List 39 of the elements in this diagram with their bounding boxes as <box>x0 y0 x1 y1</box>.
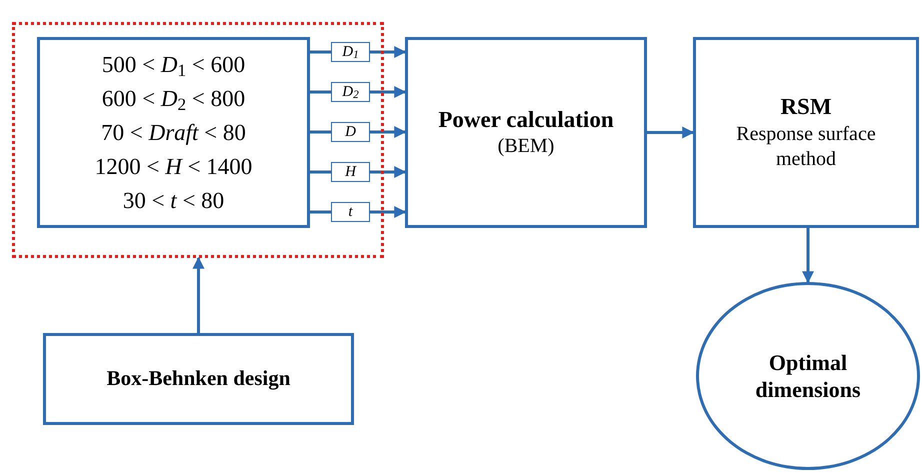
variable-box <box>331 202 370 222</box>
box-text: 30 < t < 80 <box>122 186 224 214</box>
arrow <box>370 46 406 58</box>
box-text: Response surface method <box>735 122 877 172</box>
box-text: Optimal dimensions <box>754 348 862 404</box>
arrow <box>370 86 406 98</box>
parameter-ranges-box <box>37 37 310 228</box>
connector-line <box>310 50 331 54</box>
arrow <box>192 256 204 333</box>
box-text: Box-Behnken design <box>106 365 290 392</box>
variable-label: D$_{2}$ <box>342 84 359 100</box>
process-box <box>43 333 354 425</box>
process-box <box>693 37 919 228</box>
arrow <box>370 206 406 218</box>
box-text: 1200 < H < 1400 <box>94 152 252 180</box>
box-text: 500 < D$_{1}$ < 600 <box>102 50 246 82</box>
variable-box <box>331 162 370 182</box>
arrow <box>370 166 406 178</box>
variable-label: H <box>345 164 356 180</box>
arrow <box>370 126 406 138</box>
box-text: 600 < D$_{2}$ < 800 <box>102 84 246 116</box>
arrow <box>802 228 814 284</box>
variable-label: D <box>345 124 356 140</box>
connector-line <box>310 170 331 174</box>
variable-box <box>331 82 370 102</box>
box-title: Power calculation <box>438 106 614 134</box>
connector-line <box>310 130 331 134</box>
variable-box <box>331 122 370 142</box>
variable-label: t <box>348 204 353 220</box>
dotted-group-frame <box>12 22 384 258</box>
connector-line <box>310 90 331 94</box>
box-title: RSM <box>780 93 832 122</box>
process-box <box>405 37 647 228</box>
box-text: (BEM) <box>498 134 554 160</box>
arrow <box>647 126 694 138</box>
box-text: 70 < Draft < 80 <box>101 118 246 147</box>
variable-label: D$_{1}$ <box>342 44 359 60</box>
variable-box <box>331 42 370 62</box>
connector-line <box>310 210 331 214</box>
